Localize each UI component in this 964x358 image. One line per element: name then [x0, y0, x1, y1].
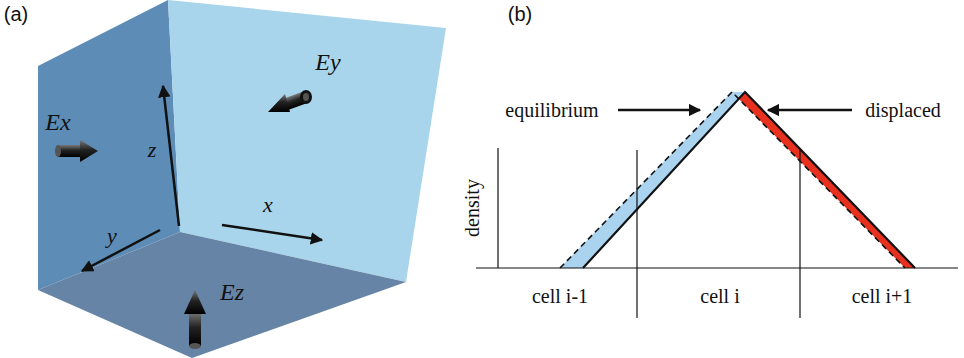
- y-axis: [82, 230, 160, 271]
- cube-face-bottom: [38, 232, 406, 358]
- position-axis: [476, 267, 958, 268]
- curve-label: equilibrium: [505, 100, 598, 120]
- density-axis: [497, 148, 498, 268]
- axis-label: y: [107, 225, 117, 247]
- curve-label: displaced: [865, 100, 941, 120]
- equilibrium-pointer: [618, 109, 700, 112]
- panel-label: (a): [4, 4, 28, 24]
- axis-label: z: [148, 139, 157, 161]
- field-label: Ez: [220, 280, 244, 304]
- field-label: Ey: [315, 50, 340, 74]
- axis-title: density: [462, 179, 482, 237]
- x-axis: [222, 225, 322, 240]
- displaced-pointer: [768, 109, 852, 112]
- cell-label: cell i+1: [852, 286, 913, 306]
- cell-label: cell i-1: [532, 286, 588, 306]
- panel-label: (b): [508, 4, 532, 24]
- axis-label: x: [263, 194, 273, 216]
- field-label: Ex: [45, 110, 70, 134]
- equilibrium-profile: [560, 92, 905, 268]
- cell-divider: [636, 150, 637, 318]
- cell-label: cell i: [700, 286, 739, 306]
- field-arrow-y: [268, 90, 312, 112]
- z-axis: [163, 86, 179, 226]
- field-arrow-z: [184, 290, 206, 349]
- field-arrow-x: [55, 140, 98, 162]
- cell-divider: [799, 150, 800, 318]
- displaced-profile: [583, 92, 915, 268]
